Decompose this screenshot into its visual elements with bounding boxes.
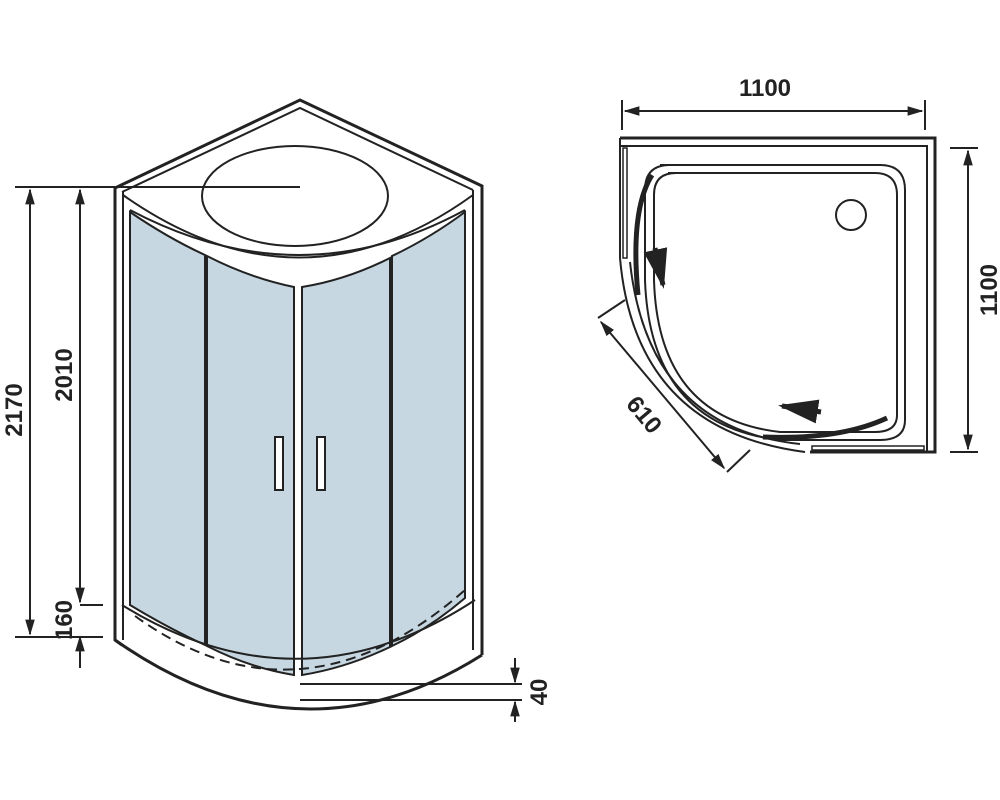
width-label: 1100	[739, 75, 791, 102]
fixed-glass-right	[391, 210, 466, 648]
door-handle-left	[274, 436, 284, 491]
shower-tray-outline	[644, 164, 906, 441]
tray-top-edge	[121, 599, 476, 660]
tray-hidden-line	[134, 589, 466, 671]
sliding-door-left-panel	[633, 173, 655, 296]
tray-bottom-edge	[114, 638, 483, 711]
total-height-label: 2170	[1, 383, 28, 436]
door-slide-arrow-icon	[643, 247, 668, 289]
sliding-door-left	[206, 254, 295, 677]
roof-inner-edge	[121, 106, 474, 193]
top-front-edge	[122, 194, 474, 259]
door-opening-dimension-line	[599, 320, 726, 470]
tray-height-label: 160	[51, 600, 78, 640]
cabin-height-label: 2010	[51, 348, 78, 401]
plan-view: 1100 1100 610	[597, 75, 1000, 473]
sliding-door-right-panel	[762, 415, 889, 440]
front-view: 2170 2010 160 40	[1, 98, 553, 722]
overhead-shower-dome	[201, 145, 389, 247]
tray-depth-label: 40	[526, 679, 553, 706]
door-opening-label: 610	[621, 391, 667, 439]
left-frame	[113, 188, 123, 647]
sliding-door-right	[301, 256, 391, 677]
drain-icon	[835, 199, 867, 231]
door-slide-arrow-icon	[778, 399, 822, 424]
roof-outline	[114, 98, 484, 655]
cabin-outline	[620, 136, 937, 454]
depth-label: 1100	[976, 264, 1000, 316]
door-handle-right	[316, 436, 326, 491]
fixed-glass-left	[129, 210, 206, 647]
